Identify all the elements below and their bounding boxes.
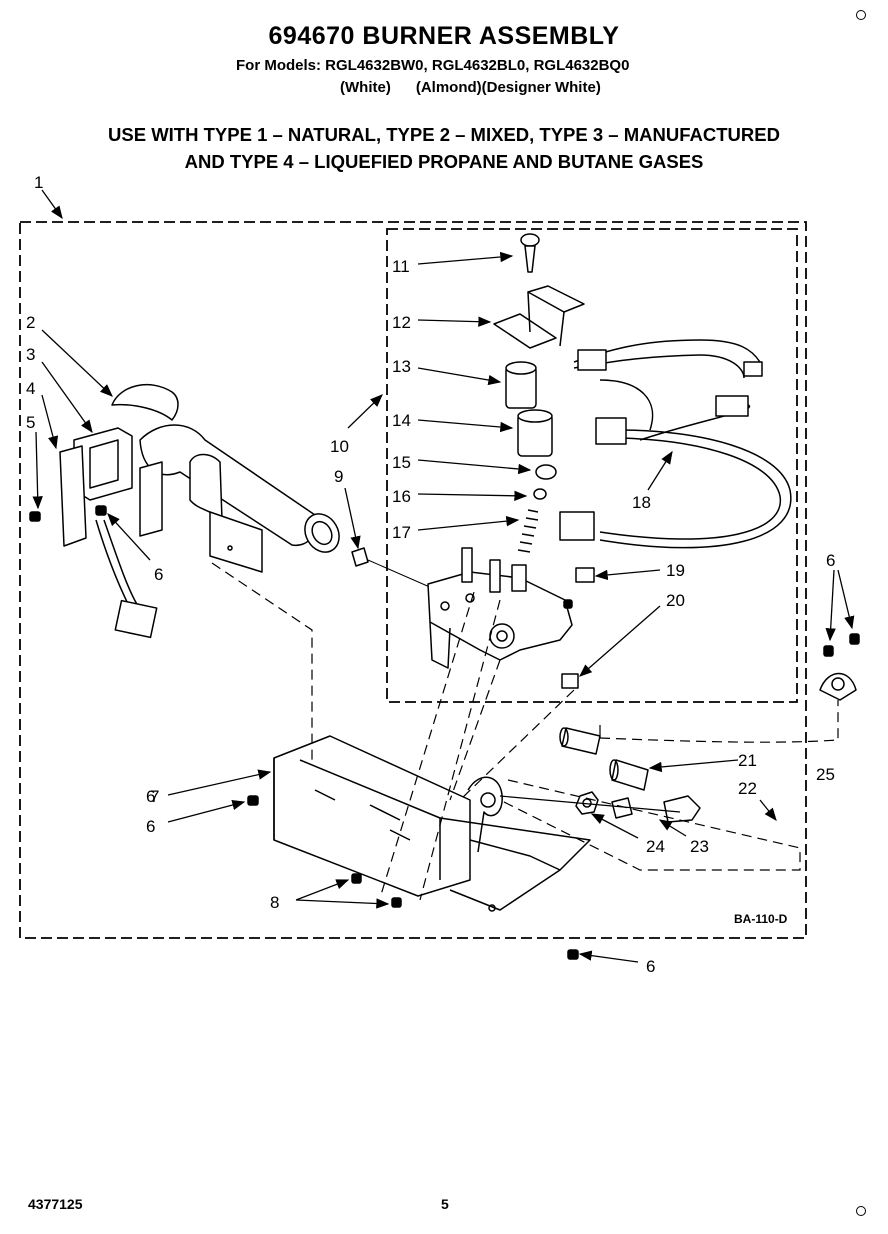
callout-11: 11	[392, 257, 410, 276]
callout-6b: 6	[146, 787, 155, 806]
callout-3: 3	[26, 345, 35, 364]
callout-23: 23	[690, 837, 709, 856]
assembly-frame	[19, 221, 807, 939]
callout-18: 18	[632, 493, 651, 512]
callout-14: 14	[392, 411, 411, 430]
callout-6e: 6	[646, 957, 655, 976]
callout-19: 19	[666, 561, 685, 580]
valve-frame	[386, 228, 798, 703]
drawing-code: BA-110-D	[734, 912, 788, 926]
callout-15: 15	[392, 453, 411, 472]
callout-22: 22	[738, 779, 757, 798]
callout-1: 1	[34, 173, 43, 192]
page-title: 694670 BURNER ASSEMBLY	[268, 22, 620, 50]
colors-line: (White) (Almond)(Designer White)	[340, 79, 601, 96]
callout-21: 21	[738, 751, 757, 770]
callout-4: 4	[26, 379, 35, 398]
doc-number: 4377125	[28, 1196, 83, 1212]
models-line: For Models: RGL4632BW0, RGL4632BL0, RGL4…	[236, 57, 630, 74]
callout-7: 7	[150, 787, 159, 806]
callout-24: 24	[646, 837, 665, 856]
page-number: 5	[441, 1196, 449, 1212]
callout-9: 9	[334, 467, 343, 486]
callout-13: 13	[392, 357, 411, 376]
usage-line-2: AND TYPE 4 – LIQUEFIED PROPANE AND BUTAN…	[184, 151, 704, 172]
callout-17: 17	[392, 523, 411, 542]
callout-2: 2	[26, 313, 35, 332]
callout-16: 16	[392, 487, 411, 506]
corner-hole-bottom	[856, 1206, 866, 1216]
callout-25: 25	[816, 765, 835, 784]
callout-20: 20	[666, 591, 685, 610]
callout-12: 12	[392, 313, 411, 332]
callout-10: 10	[330, 437, 349, 456]
callout-6d: 6	[826, 551, 835, 570]
callout-6c: 6	[146, 817, 155, 836]
usage-line-1: USE WITH TYPE 1 – NATURAL, TYPE 2 – MIXE…	[108, 124, 780, 145]
corner-hole-top	[856, 10, 866, 20]
callout-8: 8	[270, 893, 279, 912]
callout-6a: 6	[154, 565, 163, 584]
callout-5: 5	[26, 413, 35, 432]
